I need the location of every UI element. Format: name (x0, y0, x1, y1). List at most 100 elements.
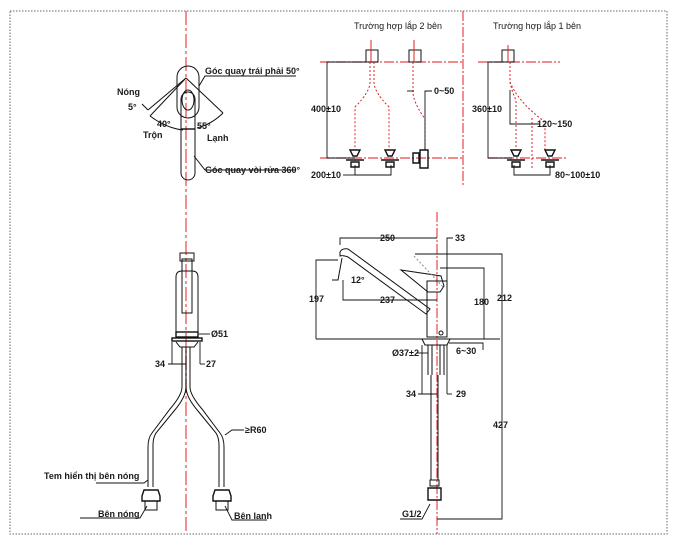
mix-label: Trộn (143, 130, 163, 140)
cold-angle-label: 55° (197, 121, 211, 131)
hose-right (412, 62, 426, 150)
two-side-title: Trường hợp lắp 2 bên (354, 21, 442, 31)
shank-right: 29 (456, 389, 466, 399)
total-height: 212 (497, 293, 512, 303)
two-side-height: 400±10 (311, 104, 341, 114)
front-body (175, 270, 199, 333)
valve-one-hot (507, 149, 525, 168)
valve-cold (381, 149, 399, 168)
shank-left: 34 (406, 389, 416, 399)
front-dim-left: 34 (155, 359, 165, 369)
dim-33 (446, 237, 453, 290)
dim-212-427 (415, 253, 503, 520)
top-view: Nóng 5° 40° Trộn 55° Lạnh Góc quay trái … (117, 65, 301, 181)
hot-side-label: Bên nóng (98, 509, 140, 519)
side-lever (399, 269, 445, 293)
deck-thickness: 6~30 (456, 346, 476, 356)
side-spout (339, 248, 431, 315)
cold-arc (196, 112, 224, 129)
dim-180 (440, 267, 485, 339)
fitting-cold-nut (215, 500, 229, 511)
hot-angle-line (147, 77, 187, 111)
side-view: 250 33 12° 197 237 180 212 427 Ø37±2 6~3… (309, 233, 512, 520)
one-side-install: Trường hợp lắp 1 bên 360±10 120~150 80~1… (472, 21, 600, 180)
one-side-title: Trường hợp lắp 1 bên (493, 21, 581, 31)
one-side-offset: 120~150 (537, 119, 572, 129)
hot-label: Nóng (117, 87, 140, 97)
hot-marker-leader (96, 479, 149, 484)
cold-side-leader (224, 505, 267, 521)
dim-197 (315, 259, 338, 339)
valve-one-cold (541, 149, 559, 168)
hot-side-leader (80, 505, 148, 519)
dim-200 (354, 165, 392, 176)
valve-hot (346, 149, 364, 168)
thread-size: G1/2 (402, 509, 422, 519)
outlet-left (365, 49, 379, 63)
outlet-single (501, 49, 515, 63)
front-dim-right: 27 (206, 359, 216, 369)
hot-tick (141, 103, 149, 111)
side-nut (421, 338, 451, 346)
side-lever-open (413, 255, 445, 289)
side-fitting-top (429, 479, 440, 487)
spout-height: 197 (309, 294, 324, 304)
spout-rotation-label: Góc quay vòi rửa 360° (205, 165, 301, 175)
body-height: 180 (474, 297, 489, 307)
front-view: Ø51 34 27 ≥R60 Tem hiển thị bên nóng Bên… (44, 252, 272, 521)
cold-side-label: Bên lạnh (234, 511, 272, 521)
front-deck (171, 337, 203, 342)
spout-reach: 250 (380, 233, 395, 243)
front-spout-top (179, 252, 195, 262)
dim-80 (513, 165, 551, 176)
mix-angle-label: 40° (157, 119, 171, 129)
front-base-diameter: Ø51 (211, 329, 228, 339)
hose-hot-outer (147, 347, 183, 487)
hot-marker-label: Tem hiển thị bên nóng (44, 471, 139, 481)
lever-handle (181, 89, 195, 111)
fitting-hot (141, 489, 161, 502)
dim-6-30 (449, 342, 484, 350)
dim-400 (326, 61, 366, 159)
cold-label: Lạnh (207, 133, 229, 143)
side-body-dot (438, 330, 444, 336)
front-base-ring (175, 331, 199, 338)
valve-side (412, 149, 429, 169)
lever-outline (176, 65, 200, 119)
dim-120 (509, 90, 540, 125)
fitting-hot-nut (144, 500, 158, 511)
side-fitting (427, 487, 442, 501)
hose-radius: ≥R60 (245, 425, 266, 435)
spout-angle: 12° (351, 275, 365, 285)
two-side-spacing: 200±10 (311, 170, 341, 180)
hot-angle-label: 5° (128, 102, 137, 112)
two-side-install: Trường hợp lắp 2 bên 400±10 200±10 0~50 (311, 21, 463, 180)
mix-angle-line (149, 77, 187, 117)
dim-237 (342, 280, 437, 301)
dim-360 (487, 61, 512, 159)
hose-single-hot (509, 62, 517, 150)
dim-250 (339, 237, 437, 245)
dim-050 (424, 90, 432, 150)
mix-arc (149, 115, 184, 131)
one-side-spacing: 80~100±10 (555, 170, 600, 180)
hose-length: 427 (493, 420, 508, 430)
spout-rotation-leader (193, 155, 296, 171)
hose-cold-outer (189, 347, 225, 487)
lever-rotation-label: Góc quay trái phải 50° (205, 66, 300, 76)
lever-rotation-leader (198, 75, 296, 87)
hose-left-hot (354, 62, 371, 150)
cold-angle-line (185, 77, 224, 114)
drawing-frame (9, 10, 668, 535)
front-spout (181, 258, 193, 314)
reach-to-center: 237 (380, 295, 395, 305)
hose-cold-inner (185, 347, 220, 487)
hose-left-cold (373, 62, 390, 150)
two-side-offset: 0~50 (434, 86, 454, 96)
hole-diameter: Ø37±2 (392, 348, 419, 358)
one-side-height: 360±10 (472, 104, 502, 114)
spout-outline (180, 91, 196, 181)
front-nut (175, 341, 199, 348)
hose-single-cold (509, 62, 546, 150)
